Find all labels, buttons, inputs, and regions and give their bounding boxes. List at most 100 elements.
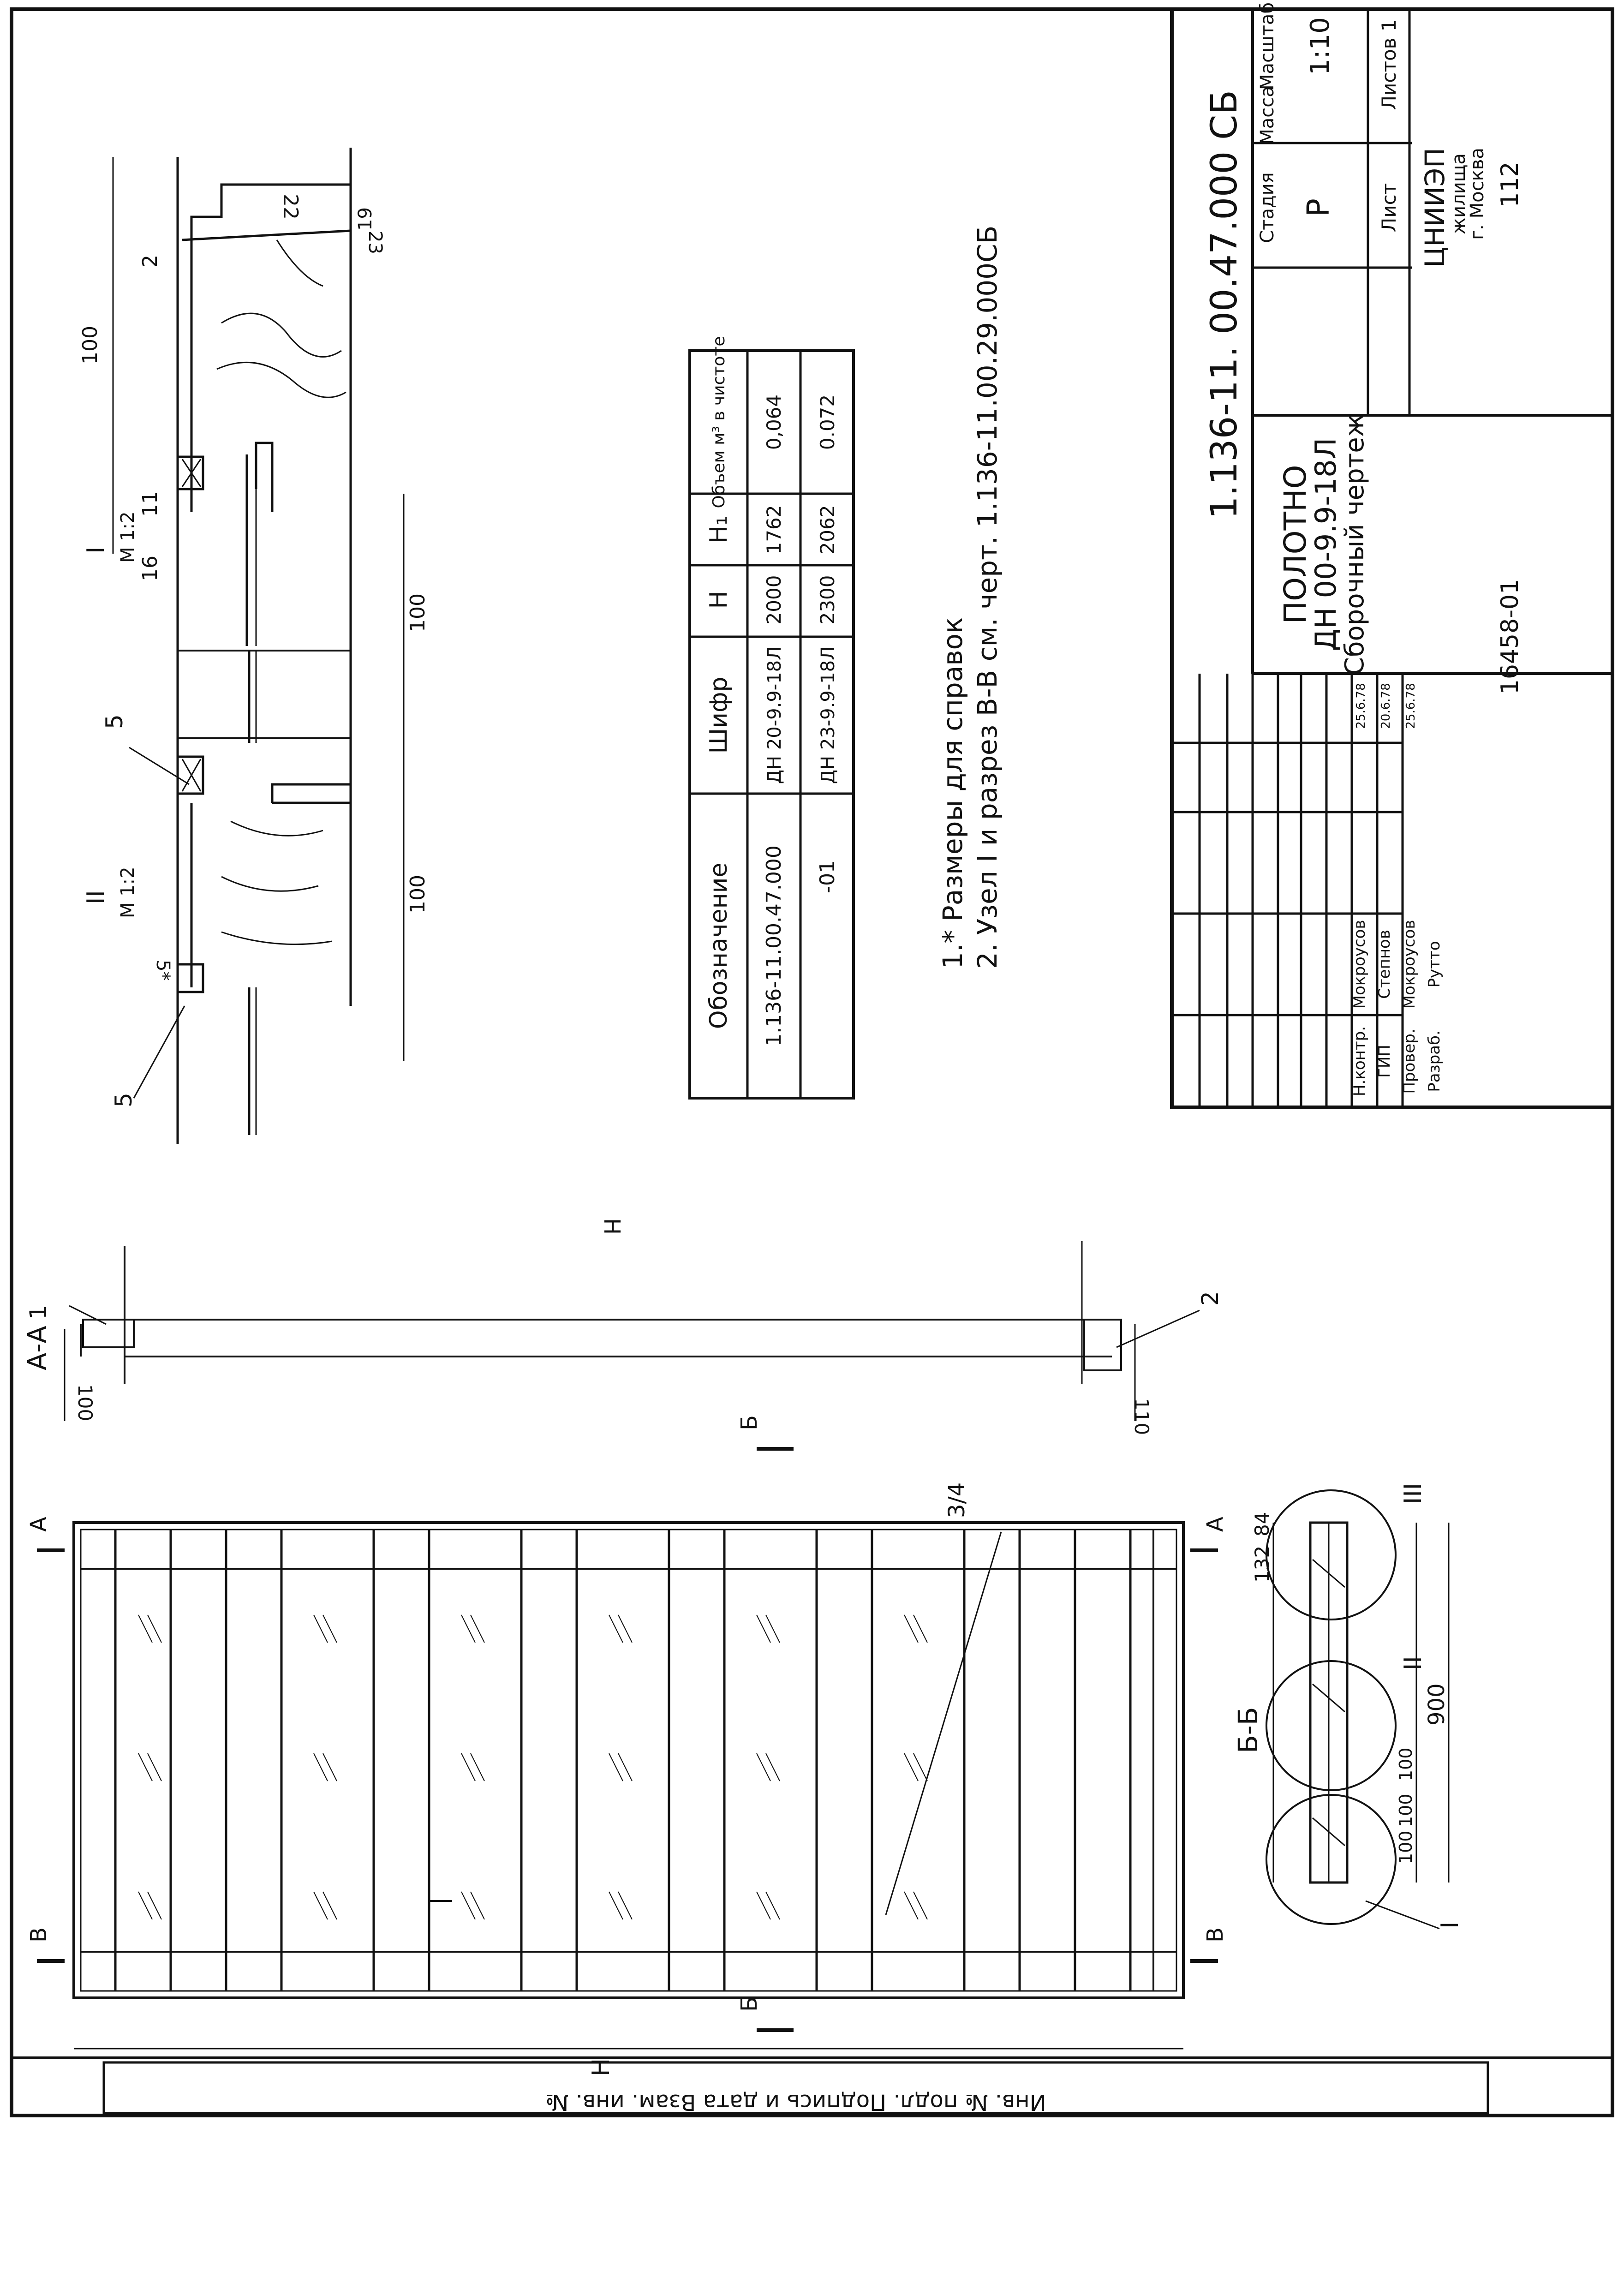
node-dim-16: 16 xyxy=(138,556,162,581)
node-2-label: II xyxy=(82,890,110,904)
node-3-marker xyxy=(1266,1489,1397,1620)
cut-v-right: В xyxy=(1202,1927,1228,1942)
sheet-frame xyxy=(10,7,1614,2117)
bb-dim-100a: 100 xyxy=(1396,1830,1416,1864)
side-stamp-text: Инв. № подл. Подпись и дата Взам. инв. № xyxy=(545,2089,1046,2115)
overall-h-dim: Н xyxy=(587,2058,615,2076)
node-dim-100: 100 xyxy=(78,326,102,365)
table-cell: -01 xyxy=(816,860,839,893)
table-header-volume: Объем м³ в чистоте xyxy=(710,336,728,508)
aa-dim-bottom: 110 xyxy=(1130,1398,1153,1435)
title-block: 1.136-11. 00.47.000 СБ ПОЛОТНО ДН 00-9.9… xyxy=(1170,2,1614,1109)
node-2-bead xyxy=(176,755,204,795)
node-dim-19: 19 xyxy=(355,207,376,231)
node-2-scale: М 1:2 xyxy=(117,867,138,918)
bb-dim-100c: 100 xyxy=(1396,1747,1416,1781)
role-1-date: 25.6.78 xyxy=(1354,683,1368,729)
table-header-h: Н xyxy=(705,591,733,609)
front-elevation: А А В В Б Б Н 3/4 xyxy=(26,1415,1228,2076)
table-cell: 2062 xyxy=(816,505,839,555)
scale-header: Масштаб xyxy=(1257,2,1278,90)
side-stamp-box xyxy=(102,2061,1489,2115)
note-1: 1.* Размеры для справок xyxy=(937,617,968,969)
node-dim-22: 22 xyxy=(279,194,302,220)
mass-header: Масса xyxy=(1257,86,1278,145)
stage-header: Стадия xyxy=(1257,172,1278,243)
bb-dim-100b: 100 xyxy=(1396,1793,1416,1827)
node-dim-100b: 100 xyxy=(406,593,430,632)
section-bb: Б-Б 132 84 900 100 100 100 I II III xyxy=(1232,1483,1464,1930)
role-2-name: Степнов xyxy=(1375,930,1394,999)
role-3: Провер. xyxy=(1400,1028,1419,1094)
section-aa: А-А 100 110 Н 1 2 xyxy=(23,1218,1224,1435)
bb-dim-900: 900 xyxy=(1424,1683,1450,1726)
bb-dim-84: 84 xyxy=(1251,1512,1273,1536)
page-number: 112 xyxy=(1496,161,1524,207)
drawing-name-3: Сборочный чертеж xyxy=(1340,414,1370,675)
node-2-marker xyxy=(1266,1660,1397,1791)
callout-2: 2 xyxy=(1197,1291,1224,1306)
role-1: Н.контр. xyxy=(1350,1026,1369,1096)
drawing-name-1: ПОЛОТНО xyxy=(1278,465,1313,624)
node-1-bead xyxy=(176,455,204,490)
node-dim-2: 2 xyxy=(138,255,162,268)
role-4: Разраб. xyxy=(1425,1030,1444,1092)
bb-node-2-label: II xyxy=(1399,1656,1427,1670)
node-2-bead-b xyxy=(176,963,204,993)
drawing-name-2: ДН 00-9.9-18Л xyxy=(1309,438,1343,651)
table-header-code: Шифр xyxy=(705,677,733,754)
aa-dim-top: 100 xyxy=(74,1384,96,1421)
node-1-marker xyxy=(1266,1794,1397,1925)
section-aa-label: А-А xyxy=(23,1326,53,1370)
org-line-3: г. Москва xyxy=(1467,148,1488,240)
callout-5a: 5 xyxy=(101,714,128,729)
sheet-label: Лист xyxy=(1378,183,1400,232)
node-dim-11: 11 xyxy=(138,491,162,517)
table-cell: 0,064 xyxy=(763,394,785,450)
node-dim-23: 23 xyxy=(364,231,386,254)
designation: 1.136-11. 00.47.000 СБ xyxy=(1204,90,1245,519)
node-1-scale: М 1:2 xyxy=(117,511,138,563)
table-header-designation: Обозначение xyxy=(705,863,733,1029)
stage-value: Р xyxy=(1301,198,1336,217)
callout-1: 1 xyxy=(25,1305,52,1320)
role-3-name: Мокроусов xyxy=(1400,920,1419,1009)
callout-3-4: 3/4 xyxy=(944,1482,970,1518)
node-dim-100c: 100 xyxy=(406,875,430,914)
role-3-date: 25.6.78 xyxy=(1404,683,1418,729)
table-cell: 1.136-11.00.47.000 xyxy=(762,845,786,1046)
table-cell: 1762 xyxy=(763,505,785,555)
table-cell: 2300 xyxy=(816,575,839,625)
section-bb-label: Б-Б xyxy=(1232,1707,1264,1753)
cut-a-right: А xyxy=(1202,1517,1228,1532)
archive-number: 16458-01 xyxy=(1496,579,1524,694)
org-line-2: жилища xyxy=(1448,153,1469,234)
role-4-name: Рутто xyxy=(1425,941,1444,987)
table-cell: 0.072 xyxy=(816,394,839,450)
org-name: ЦНИИЭП xyxy=(1419,148,1451,268)
table-header-h1: Н₁ xyxy=(705,516,733,544)
node-details: 100 2 11 16 22 23 19 5* 100 100 I М 1:2 … xyxy=(78,148,430,1144)
cut-a-left: А xyxy=(26,1517,52,1532)
node-dim-5: 5* xyxy=(152,960,173,980)
role-2: ГИП xyxy=(1375,1045,1394,1078)
note-2: 2. Узел I и разрез В-В см. черт. 1.136-1… xyxy=(972,226,1003,969)
sheets-label: Листов 1 xyxy=(1378,19,1400,110)
node-1-label: I xyxy=(82,547,110,554)
scale-value: 1:10 xyxy=(1305,17,1335,75)
table-cell: ДН 23-9.9-18Л xyxy=(818,646,839,784)
role-2-date: 20.6.78 xyxy=(1379,683,1393,729)
table-cell: 2000 xyxy=(763,575,785,625)
callout-5b: 5 xyxy=(110,1093,137,1107)
spec-table: Обозначение Шифр Н Н₁ Объем м³ в чистоте… xyxy=(688,336,855,1100)
cut-b-bottom: Б xyxy=(736,1996,762,2012)
role-1-name: Мокроусов xyxy=(1350,920,1369,1009)
cut-v-left: В xyxy=(26,1927,52,1942)
bb-node-3-label: III xyxy=(1399,1483,1427,1504)
cut-b-top: Б xyxy=(736,1415,762,1430)
bb-dim-132: 132 xyxy=(1251,1546,1273,1583)
table-cell: ДН 20-9.9-18Л xyxy=(764,646,785,784)
aa-dim-h1: Н xyxy=(599,1218,625,1235)
